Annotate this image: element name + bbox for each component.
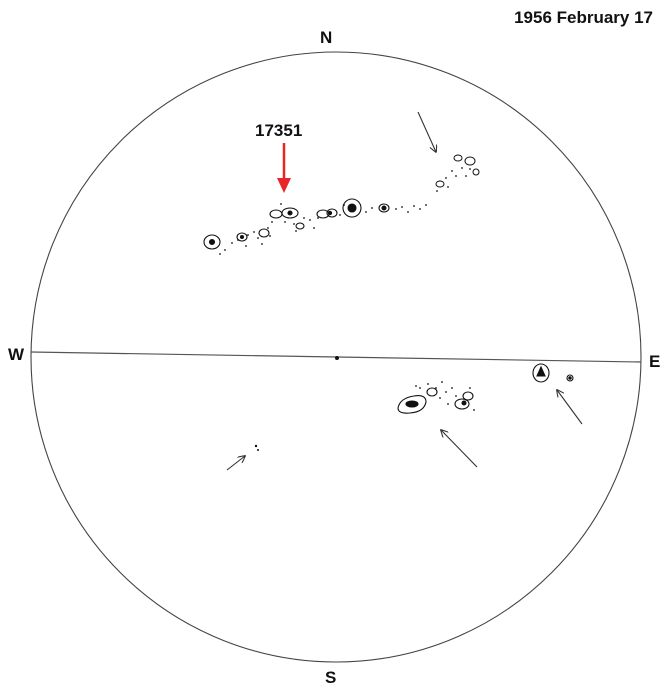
red-arrow-icon xyxy=(277,143,291,193)
pointer-arrow-icon xyxy=(441,430,478,468)
drawing-date: 1956 February 17 xyxy=(514,8,653,27)
east-label: E xyxy=(649,352,661,371)
sunspot-speckles-north xyxy=(219,203,427,255)
solar-disk-outline xyxy=(30,51,642,663)
active-region-number: 17351 xyxy=(255,121,303,140)
disk-center-dot xyxy=(335,356,339,360)
sunspot-speckles-south xyxy=(415,381,475,411)
west-label: W xyxy=(8,345,25,364)
north-label: N xyxy=(320,28,333,47)
sunspot-group-south-west xyxy=(254,444,259,451)
sunspot-group-north-east xyxy=(435,154,480,188)
pointer-arrow-icon xyxy=(417,111,436,152)
sunspot-group-south-center xyxy=(397,387,474,414)
pointer-arrow-icon xyxy=(226,456,245,471)
south-label: S xyxy=(325,668,337,687)
sunspot-speckles-north-east xyxy=(436,167,471,192)
sunspot-group-east xyxy=(532,363,574,383)
sunspot-group-north-west xyxy=(203,198,390,250)
pointer-arrow-icon xyxy=(557,390,583,425)
